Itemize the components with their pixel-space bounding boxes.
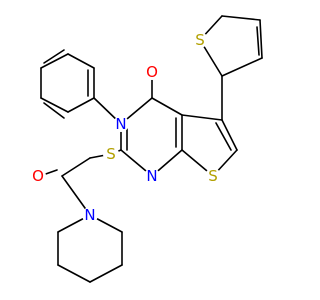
bond-c4-c4a — [151, 97, 183, 116]
atom-o-ketone: O — [144, 63, 160, 81]
bond-co-n — [61, 175, 91, 216]
atom-labels-layer: O N N S S S — [30, 31, 221, 224]
bond-ph3-ph4 — [40, 53, 69, 69]
bond-ph2-ph3 — [67, 53, 95, 69]
bond-pip2-pip3 — [89, 264, 123, 283]
atom-s-thiophene-label: S — [195, 31, 205, 49]
bond-thienyl-inner — [256, 26, 260, 56]
molecule-canvas: O N N S S S — [30, 15, 263, 283]
atom-n3: N — [113, 115, 129, 133]
atom-n3-label: N — [115, 115, 126, 133]
atom-o-ketone-label: O — [146, 63, 158, 81]
bond-ch2-co — [61, 157, 91, 177]
bond-ph6-ph1 — [67, 97, 95, 113]
atom-s-thioether: S — [103, 145, 119, 163]
bond-ph5-ph6 — [40, 97, 69, 113]
atom-o-amide-label: O — [32, 167, 44, 185]
atom-s-ring: S — [205, 167, 221, 185]
bond-ph-inner-3 — [43, 49, 65, 64]
bond-c5-c4a — [181, 114, 223, 121]
bond-c4p-c3p — [259, 19, 263, 59]
atom-n-piperidine-label: N — [84, 206, 95, 224]
atom-s-thiophene: S — [192, 31, 208, 49]
atom-s-thioether-label: S — [106, 145, 116, 163]
bonds-layer — [39, 15, 263, 283]
molecule-structure: O N N S S S — [30, 15, 263, 283]
atom-n1-label: N — [146, 167, 157, 185]
atom-n-piperidine: N — [82, 206, 98, 224]
bond-c3p-c2p — [221, 57, 263, 77]
atom-n1: N — [144, 167, 160, 185]
atom-o-amide: O — [30, 167, 46, 185]
bond-c6-c5 — [221, 119, 238, 151]
bond-pip3-pip4 — [57, 264, 91, 283]
bond-c6-c5-double — [215, 122, 232, 151]
bond-c5p-c4p — [221, 15, 261, 21]
bond-ph-inner-2 — [43, 102, 65, 119]
atom-s-ring-label: S — [208, 167, 218, 185]
